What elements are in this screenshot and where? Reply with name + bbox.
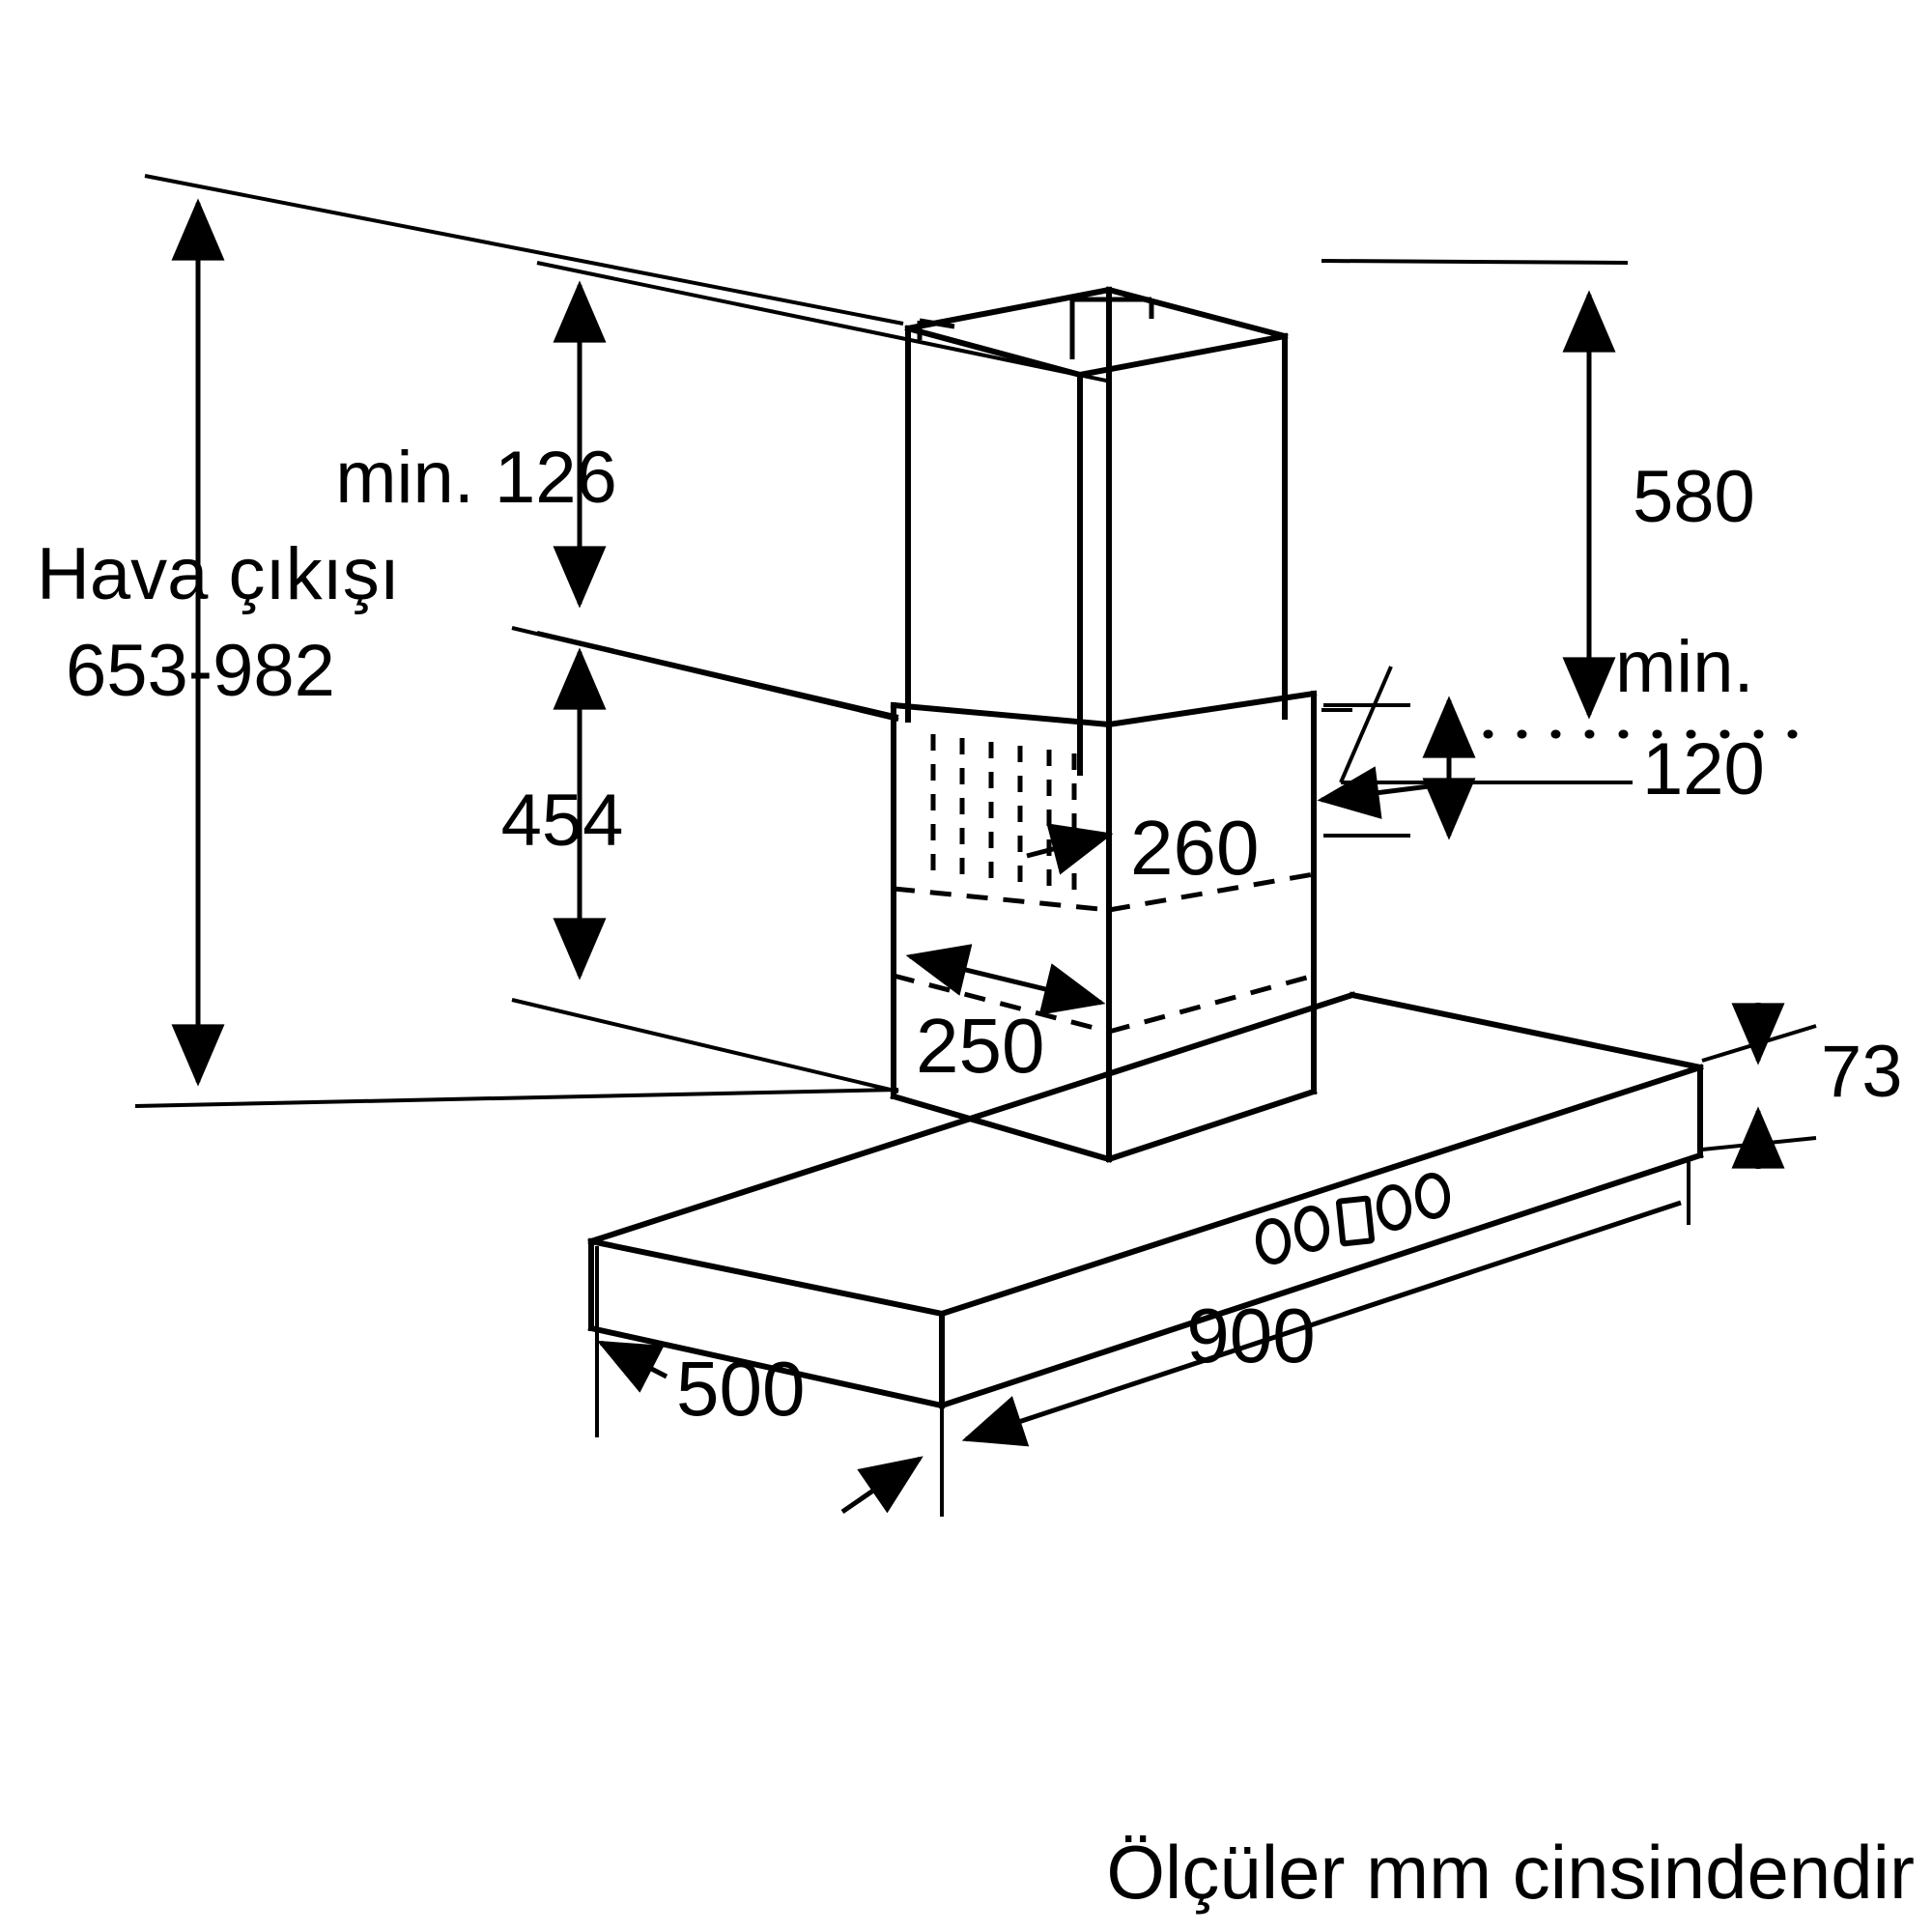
min120-value-label: 120 — [1642, 728, 1765, 810]
chimney-lower — [890, 690, 1318, 1163]
units-note: Ölçüler mm cinsindendir — [1106, 1830, 1915, 1915]
control-knob-4[interactable] — [1414, 1173, 1451, 1219]
dimension-500: 500 — [595, 1246, 944, 1517]
air-outlet-label-line2: 653-982 — [66, 630, 335, 712]
dimension-air-outlet: Hava çıkışı 653-982 — [37, 174, 904, 1108]
hood-canopy — [587, 991, 1704, 1409]
min126-label: min. 126 — [335, 437, 617, 519]
d260-label: 260 — [1130, 805, 1259, 891]
d580-label: 580 — [1633, 456, 1755, 538]
control-display[interactable] — [1335, 1195, 1376, 1247]
dimension-454: 454 — [501, 631, 899, 1094]
air-outlet-label-line1: Hava çıkışı — [37, 533, 400, 615]
d900-dim-line — [961, 1200, 1682, 1447]
d250-label: 250 — [916, 1003, 1044, 1089]
control-panel[interactable] — [1255, 1173, 1451, 1264]
dimension-260: 260 — [1026, 766, 1445, 891]
dimension-73: 73 — [1701, 1003, 1903, 1169]
control-knob-3[interactable] — [1376, 1184, 1412, 1231]
d260-arrow-left — [1026, 823, 1114, 875]
vent-grille-hatch — [930, 734, 1077, 903]
d500-arrow-left — [596, 1340, 668, 1393]
d250-dim-line — [905, 944, 1106, 1015]
d73-label: 73 — [1821, 1031, 1903, 1113]
d260-arrow-right — [1317, 766, 1445, 819]
d500-label: 500 — [676, 1346, 805, 1432]
chimney-upper — [904, 286, 1289, 776]
control-knob-2[interactable] — [1293, 1206, 1330, 1252]
d500-arrow-right — [840, 1456, 923, 1515]
dimension-900: 900 — [961, 1159, 1690, 1447]
min120-prefix-label: min. — [1615, 626, 1754, 708]
d454-label: 454 — [501, 780, 624, 862]
dimension-250: 250 — [905, 944, 1106, 1089]
control-knob-1[interactable] — [1255, 1218, 1292, 1264]
d900-label: 900 — [1186, 1293, 1315, 1378]
dimension-580: 580 — [1321, 259, 1755, 720]
dimension-min-120: min. 120 — [1323, 626, 1809, 840]
dimension-min-126: min. 126 — [335, 261, 1112, 722]
